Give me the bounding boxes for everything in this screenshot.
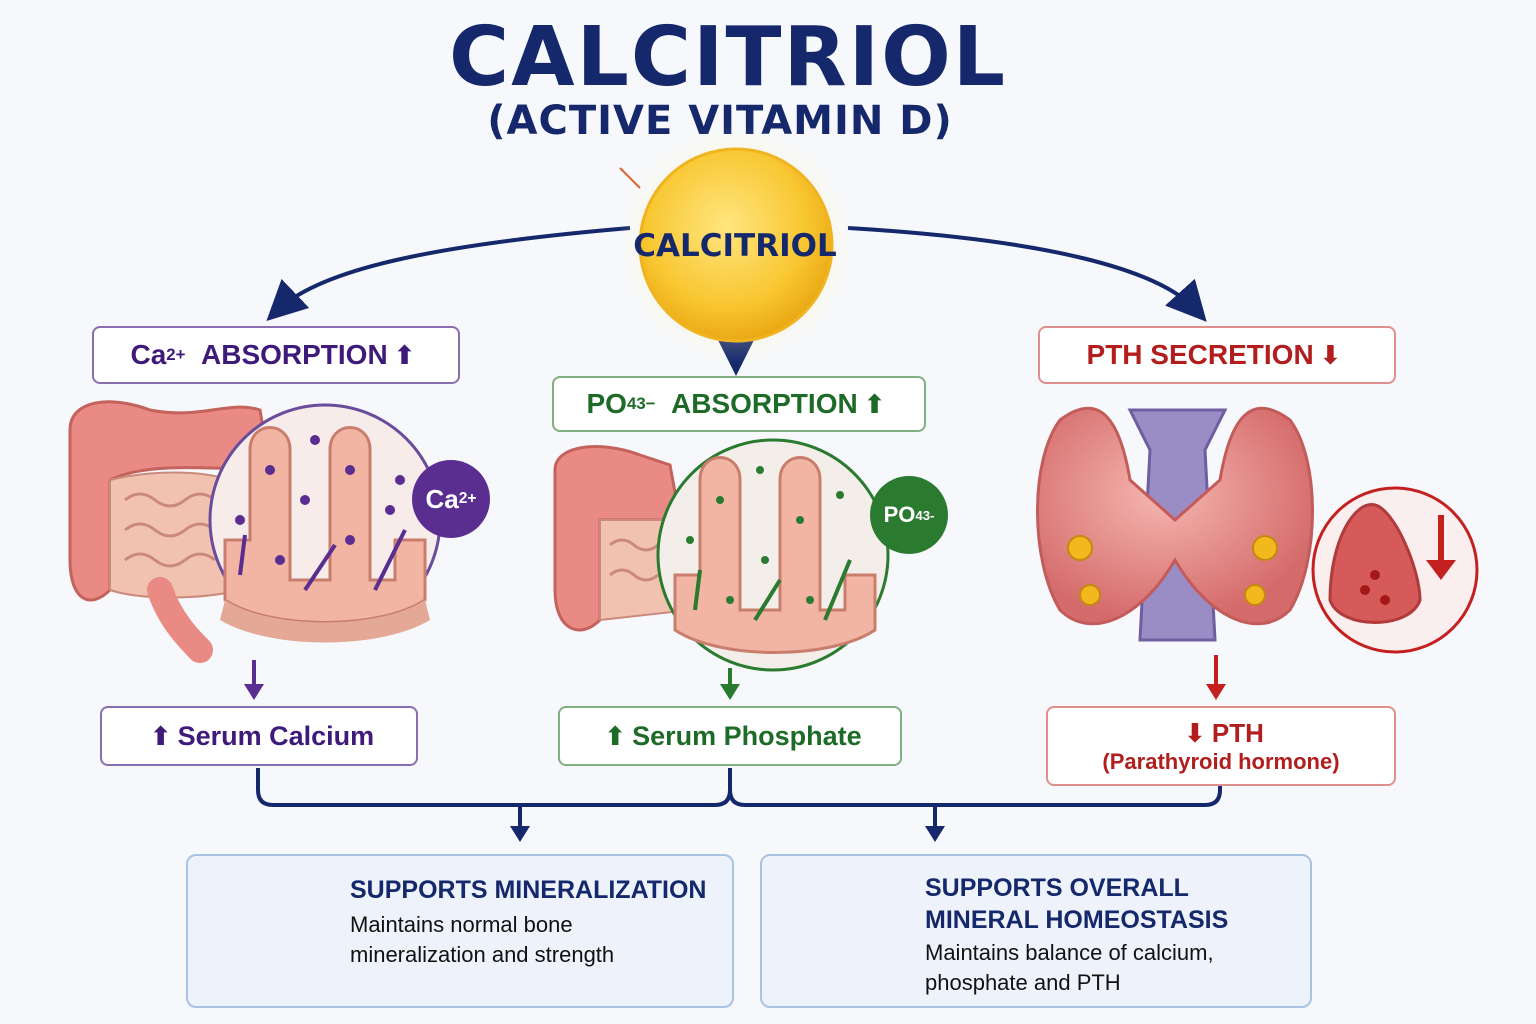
thyroid-illustration: [1036, 406, 1314, 642]
homeostasis-card: [760, 854, 1312, 1008]
arrow-to-pth: [847, 226, 1207, 322]
calcium-ions: [235, 435, 405, 565]
down-arrow-icon: ⬇: [1319, 339, 1342, 370]
up-arrow-icon: ⬆: [149, 720, 172, 751]
down-arrow-icon: ⬇: [1184, 717, 1206, 748]
connector-merge: [256, 768, 1222, 807]
phosphate-ions: [686, 466, 844, 604]
serum-calcium-box: ⬆Serum Calcium: [100, 706, 418, 766]
up-arrow-icon: ⬆: [863, 388, 886, 419]
pth-down-arrow-icon: [1426, 515, 1456, 580]
mineralization-title: SUPPORTS MINERALIZATION: [350, 876, 707, 904]
arrow-to-calcium: [266, 226, 631, 322]
mineralization-desc-1: Maintains normal bone: [350, 912, 573, 937]
up-arrow-icon: ⬆: [604, 720, 627, 751]
homeostasis-desc-2: phosphate and PTH: [925, 970, 1121, 995]
villi-phosphate: [673, 456, 877, 654]
calcitriol-center-label: CALCITRIOL: [633, 228, 837, 264]
pth-secretion-header: PTH SECRETION⬇: [1038, 326, 1396, 384]
calcium-transport-arrows: [238, 529, 407, 592]
homeostasis-title-2: MINERAL HOMEOSTASIS: [925, 906, 1229, 934]
page-title: CALCITRIOL: [448, 10, 1008, 105]
mineralization-card: [186, 854, 734, 1008]
calcitriol-sun: [638, 147, 834, 343]
intestine-calcium-illustration: [68, 400, 272, 663]
homeostasis-desc-1: Maintains balance of calcium,: [925, 940, 1214, 965]
up-arrow-icon: ⬆: [393, 339, 416, 370]
villi-calcium: [220, 426, 430, 643]
homeostasis-title-1: SUPPORTS OVERALL: [925, 874, 1189, 902]
phosphate-transport-arrows: [693, 559, 852, 622]
mineralization-desc-2: mineralization and strength: [350, 942, 615, 967]
pth-full-name: (Parathyroid hormone): [1102, 748, 1340, 774]
pth-result-box: ⬇PTH (Parathyroid hormone): [1046, 706, 1396, 786]
serum-phosphate-box: ⬆Serum Phosphate: [558, 706, 902, 766]
